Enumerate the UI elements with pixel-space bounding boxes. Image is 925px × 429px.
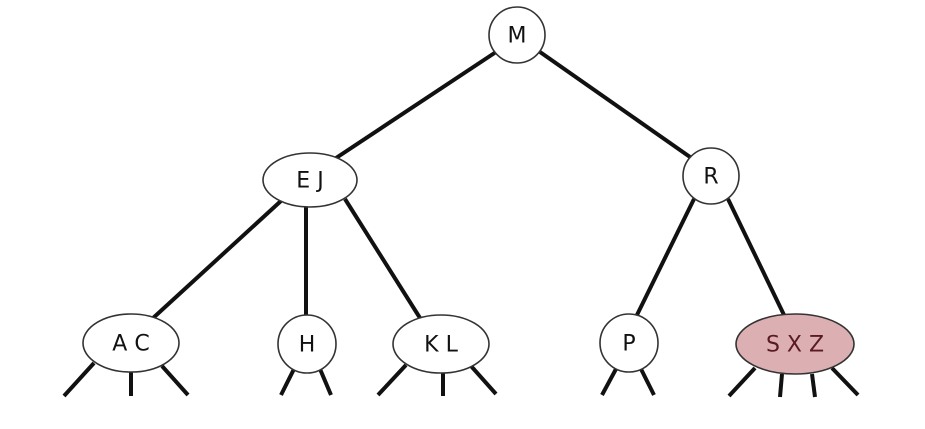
stub-h-1 [279, 368, 296, 396]
node-r-label: R [703, 165, 718, 190]
node-ac: A C [82, 313, 180, 373]
stub-sxz-2 [778, 373, 784, 398]
stub-sxz-1 [727, 366, 757, 398]
node-m-label: M [508, 24, 527, 49]
node-p: P [599, 313, 659, 373]
node-kl-label: K L [424, 333, 458, 358]
stub-kl-1 [376, 363, 408, 397]
node-ej: E J [262, 152, 358, 208]
edge-m-ej [328, 50, 498, 164]
stub-sxz-4 [830, 366, 860, 397]
node-kl: K L [392, 314, 490, 374]
edge-ej-kl [343, 197, 422, 320]
edge-r-sxz [726, 198, 787, 318]
node-r: R [682, 147, 740, 205]
node-m: M [488, 6, 546, 64]
edge-ej-ac [150, 198, 284, 321]
node-h-label: H [299, 333, 316, 358]
stub-kl-3 [469, 364, 498, 396]
node-sxz-highlighted: S X Z [735, 313, 855, 375]
edge-r-p [633, 198, 696, 320]
stub-p-1 [600, 368, 618, 396]
node-p-label: P [622, 332, 635, 357]
stub-p-2 [639, 368, 656, 396]
node-sxz-label: S X Z [766, 333, 824, 358]
stub-sxz-3 [810, 373, 817, 398]
stub-ac-1 [62, 361, 96, 398]
node-ac-label: A C [112, 332, 149, 357]
stub-ac-3 [160, 364, 190, 397]
edge-m-r [538, 50, 692, 159]
stub-h-2 [318, 368, 333, 396]
node-ej-label: E J [296, 169, 323, 194]
node-h: H [277, 314, 337, 374]
